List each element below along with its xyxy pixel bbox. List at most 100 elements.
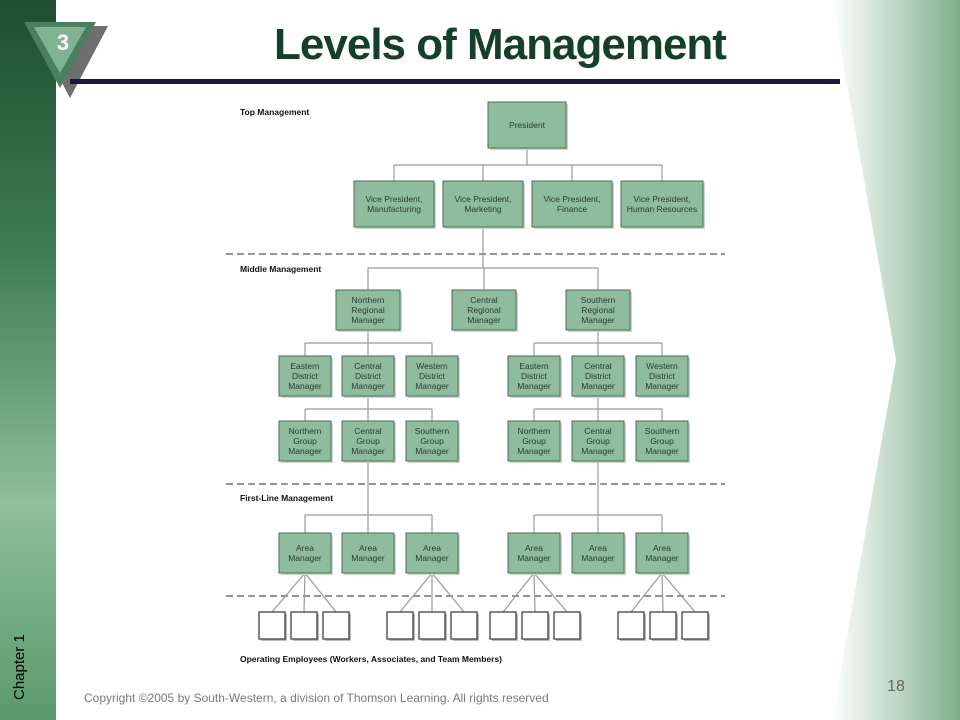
node-label: Southern xyxy=(645,426,680,436)
node-vp_hr xyxy=(620,180,704,228)
connector-line xyxy=(271,572,306,613)
node-label: Vice President, xyxy=(365,194,422,204)
node-label: Manager xyxy=(351,446,385,456)
node-label: Manager xyxy=(517,553,551,563)
node-srm xyxy=(565,289,631,331)
node-label: Northern xyxy=(351,295,384,305)
chapter-number: 3 xyxy=(56,30,70,55)
node-label: Eastern xyxy=(290,361,320,371)
node-vp_mkt xyxy=(442,180,524,228)
node-label: President xyxy=(509,120,546,130)
node-sgm1 xyxy=(405,420,459,462)
node-cgm2 xyxy=(571,420,625,462)
node-label: Area xyxy=(296,543,314,553)
node-ngm2 xyxy=(507,420,561,462)
node-label: Manager xyxy=(645,381,679,391)
node-ngm1 xyxy=(278,420,332,462)
node-label: Manager xyxy=(351,315,385,325)
node-label: Manager xyxy=(581,315,615,325)
employee-box xyxy=(450,611,478,640)
connector-line xyxy=(431,572,465,613)
node-label: Human Resources xyxy=(627,204,697,214)
connector-line xyxy=(661,572,664,613)
connector-line xyxy=(533,572,536,613)
employee-box xyxy=(258,611,286,640)
connector-line xyxy=(533,572,568,613)
connector-line xyxy=(661,572,696,613)
node-label: Group xyxy=(650,436,674,446)
connector-line xyxy=(502,572,535,613)
node-label: Western xyxy=(416,361,448,371)
connector-line xyxy=(304,572,337,613)
node-label: Area xyxy=(589,543,607,553)
node-vp_mfg xyxy=(353,180,435,228)
node-label: District xyxy=(521,371,548,381)
node-label: Group xyxy=(522,436,546,446)
page-title: Levels of Management xyxy=(274,20,727,69)
node-label: Manager xyxy=(415,381,449,391)
level-label: Top Management xyxy=(240,107,309,117)
node-label: Manager xyxy=(288,381,322,391)
node-wdm1 xyxy=(405,355,459,397)
copyright-footer: Copyright ©2005 by South-Western, a divi… xyxy=(84,691,549,705)
node-label: Southern xyxy=(581,295,616,305)
node-label: Group xyxy=(586,436,610,446)
employee-box xyxy=(681,611,709,640)
page-number: 18 xyxy=(887,678,905,695)
node-label: District xyxy=(355,371,382,381)
node-label: Manager xyxy=(581,446,615,456)
node-label: Manager xyxy=(415,553,449,563)
node-am2 xyxy=(341,532,395,574)
node-label: Northern xyxy=(288,426,321,436)
node-cdm1 xyxy=(341,355,395,397)
employee-box xyxy=(290,611,318,640)
node-label: Manager xyxy=(351,553,385,563)
node-label: Manager xyxy=(581,381,615,391)
node-label: Manager xyxy=(415,446,449,456)
node-label: Manager xyxy=(288,446,322,456)
employee-box xyxy=(322,611,350,640)
chapter-badge-triangle-icon xyxy=(24,22,108,98)
node-label: Finance xyxy=(557,204,588,214)
level-label: Operating Employees (Workers, Associates… xyxy=(240,654,502,664)
node-label: Eastern xyxy=(519,361,549,371)
node-label: Manager xyxy=(517,446,551,456)
node-label: Manufacturing xyxy=(367,204,421,214)
node-label: Central xyxy=(354,361,382,371)
employee-box xyxy=(521,611,549,640)
connector-line xyxy=(303,572,306,613)
node-label: Regional xyxy=(351,305,385,315)
node-am6 xyxy=(635,532,689,574)
node-label: Group xyxy=(293,436,317,446)
node-label: Area xyxy=(653,543,671,553)
node-label: Vice President, xyxy=(454,194,511,204)
node-label: Northern xyxy=(517,426,550,436)
node-label: Manager xyxy=(581,553,615,563)
node-nrm xyxy=(335,289,401,331)
node-label: Central xyxy=(584,426,612,436)
node-label: Manager xyxy=(645,553,679,563)
node-label: Manager xyxy=(288,553,322,563)
node-vp_fin xyxy=(531,180,613,228)
node-label: Area xyxy=(525,543,543,553)
node-wdm2 xyxy=(635,355,689,397)
node-label: Central xyxy=(584,361,612,371)
connector-line xyxy=(630,572,663,613)
employee-box xyxy=(386,611,414,640)
node-label: Marketing xyxy=(464,204,502,214)
node-label: District xyxy=(649,371,676,381)
node-label: Manager xyxy=(351,381,385,391)
node-label: Manager xyxy=(645,446,679,456)
level-label: Middle Management xyxy=(240,264,321,274)
node-crm xyxy=(451,289,517,331)
node-cdm2 xyxy=(571,355,625,397)
node-president xyxy=(487,101,567,149)
node-edm1 xyxy=(278,355,332,397)
node-am5 xyxy=(571,532,625,574)
chapter-sidebar xyxy=(0,0,56,720)
node-label: Area xyxy=(423,543,441,553)
title-rule xyxy=(70,79,840,84)
node-label: Central xyxy=(354,426,382,436)
node-label: Vice President, xyxy=(633,194,690,204)
